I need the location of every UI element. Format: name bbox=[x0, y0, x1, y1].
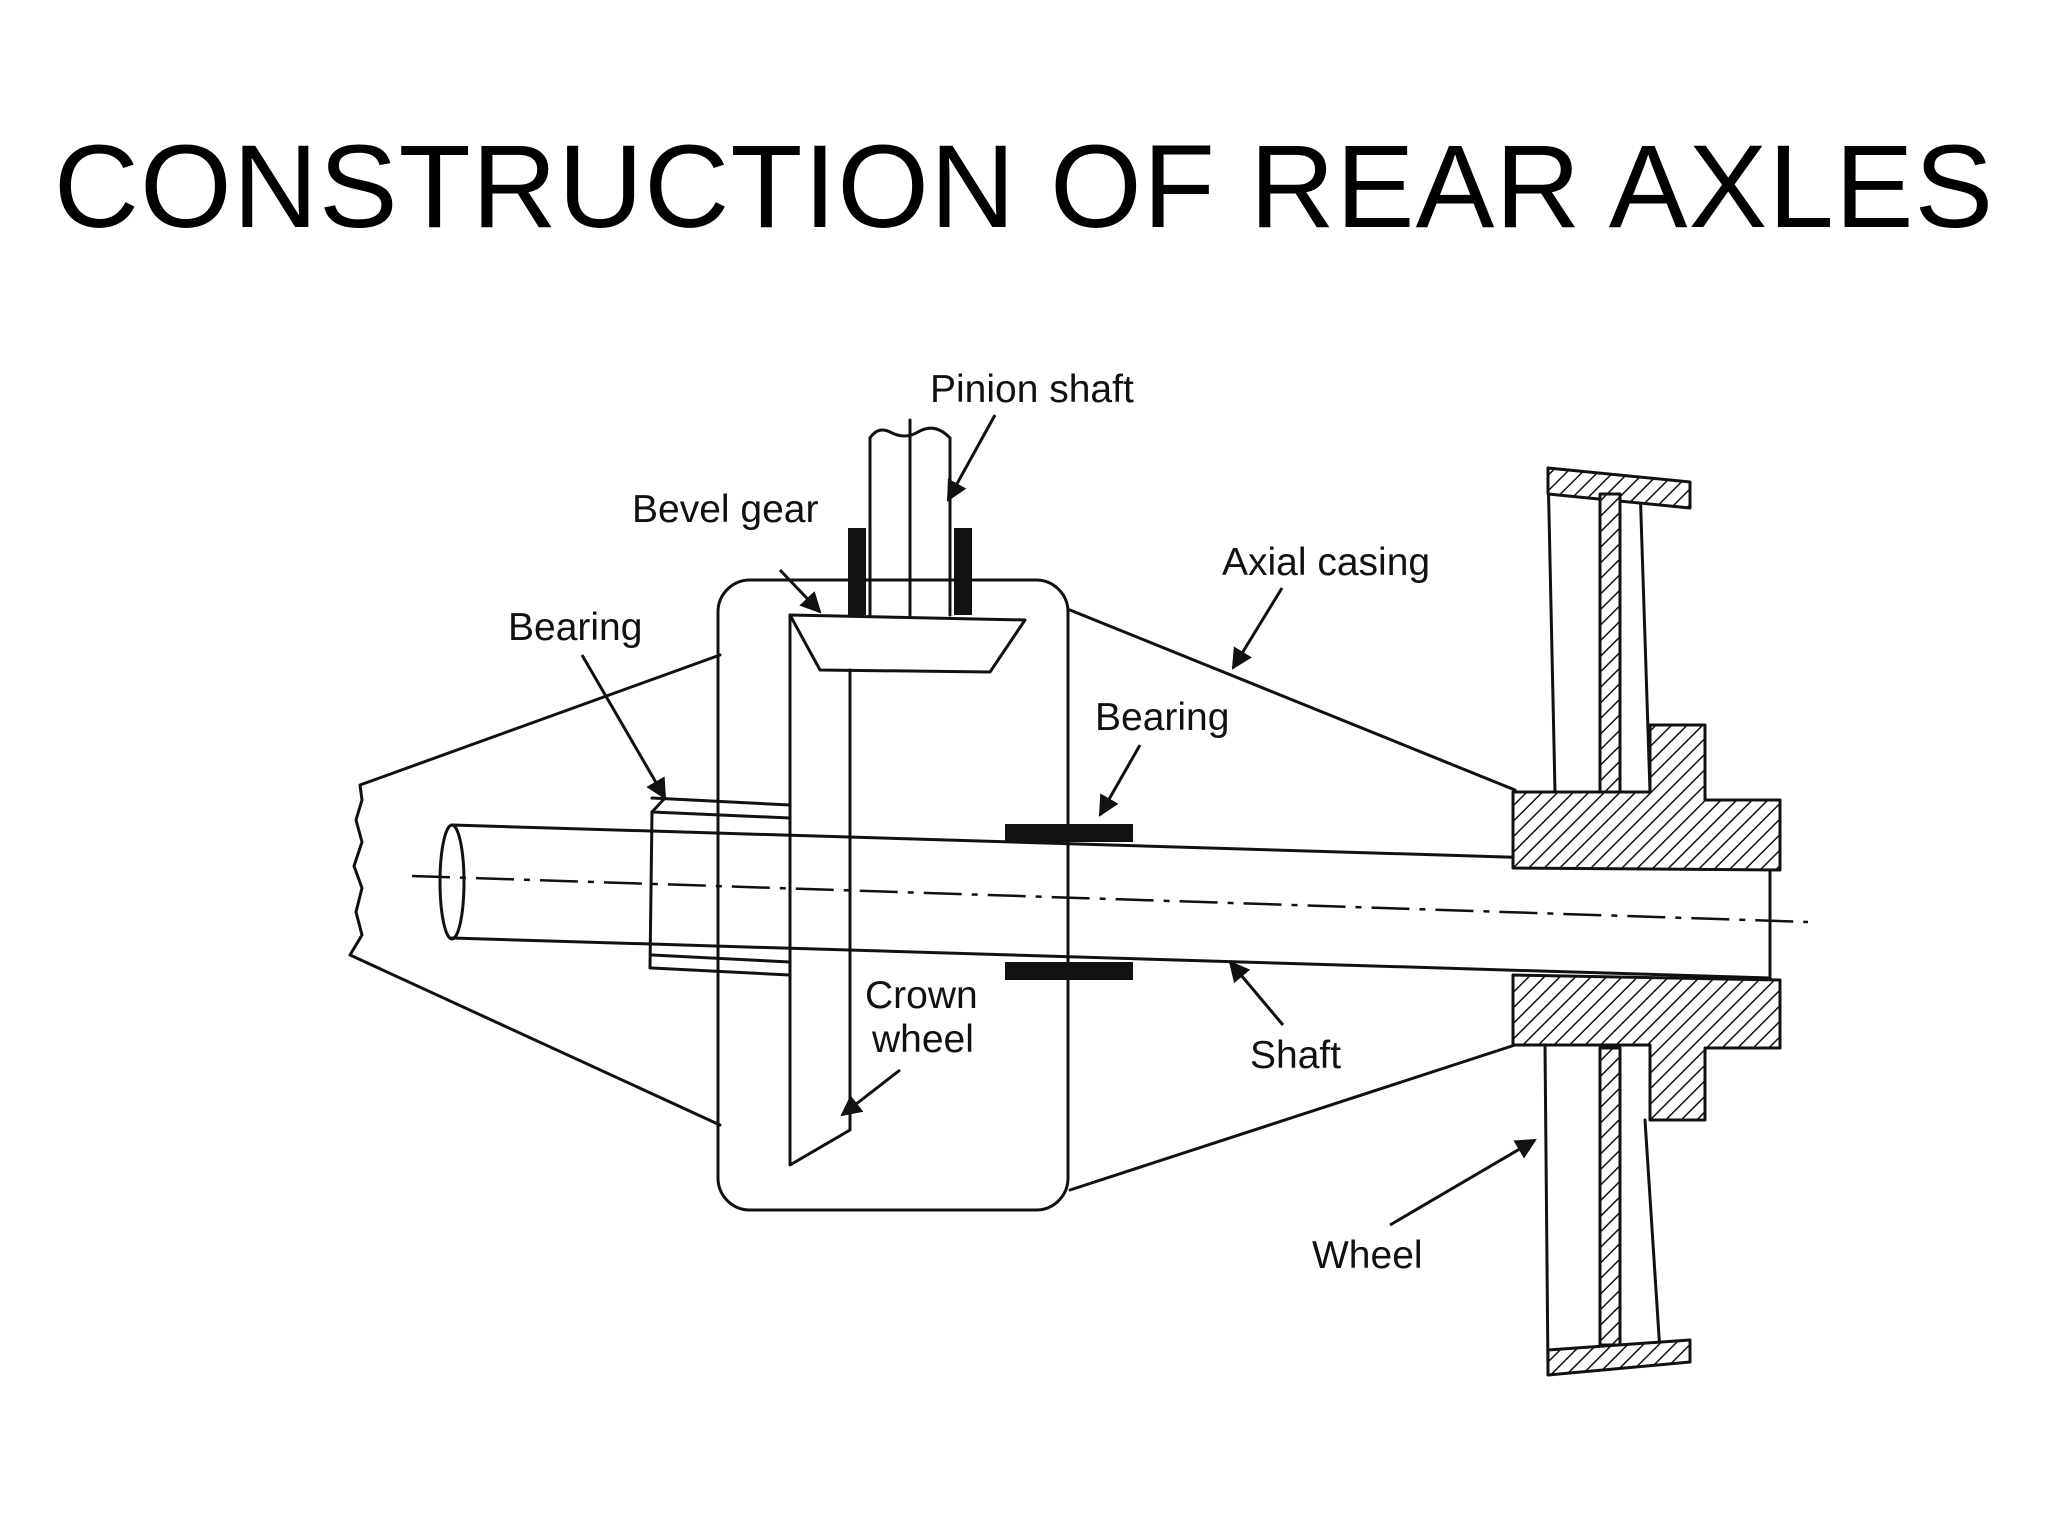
center-bearing bbox=[1005, 824, 1133, 980]
bearing-center-label: Bearing bbox=[1095, 696, 1229, 739]
bevel-gear-label: Bevel gear bbox=[632, 488, 818, 531]
shaft-leader bbox=[1228, 960, 1285, 1026]
pinion-shaft-leader bbox=[946, 414, 997, 502]
pinion-shaft bbox=[868, 418, 952, 617]
bearing-center-leader bbox=[1098, 744, 1142, 817]
pinion-shaft-label: Pinion shaft bbox=[930, 368, 1134, 411]
axle-casing bbox=[348, 608, 1517, 1192]
pinion-bearing bbox=[848, 528, 972, 615]
bearing-left-leader bbox=[580, 654, 667, 800]
axial-casing-leader bbox=[1231, 587, 1284, 670]
left-bearing bbox=[648, 796, 792, 977]
axial-casing-label: Axial casing bbox=[1222, 541, 1430, 584]
crown-wheel-label-line1: Crown bbox=[865, 974, 978, 1017]
wheel-rim bbox=[1546, 466, 1692, 1377]
axis-center-line bbox=[411, 874, 1809, 924]
crown-wheel-label-line2: wheel bbox=[871, 1018, 974, 1061]
shaft-label: Shaft bbox=[1250, 1034, 1341, 1077]
bearing-left-label: Bearing bbox=[508, 606, 642, 649]
crown-wheel bbox=[788, 613, 852, 1167]
slide-title: CONSTRUCTION OF REAR AXLES bbox=[53, 121, 1995, 253]
wheel-leader bbox=[1389, 1138, 1537, 1227]
crown-wheel-leader bbox=[840, 1068, 901, 1117]
bevel-gear-leader bbox=[778, 568, 822, 614]
differential-housing bbox=[716, 578, 1070, 1212]
bevel-gear bbox=[788, 613, 1027, 674]
wheel-hub bbox=[1511, 723, 1782, 1122]
wheel-label: Wheel bbox=[1312, 1234, 1423, 1277]
